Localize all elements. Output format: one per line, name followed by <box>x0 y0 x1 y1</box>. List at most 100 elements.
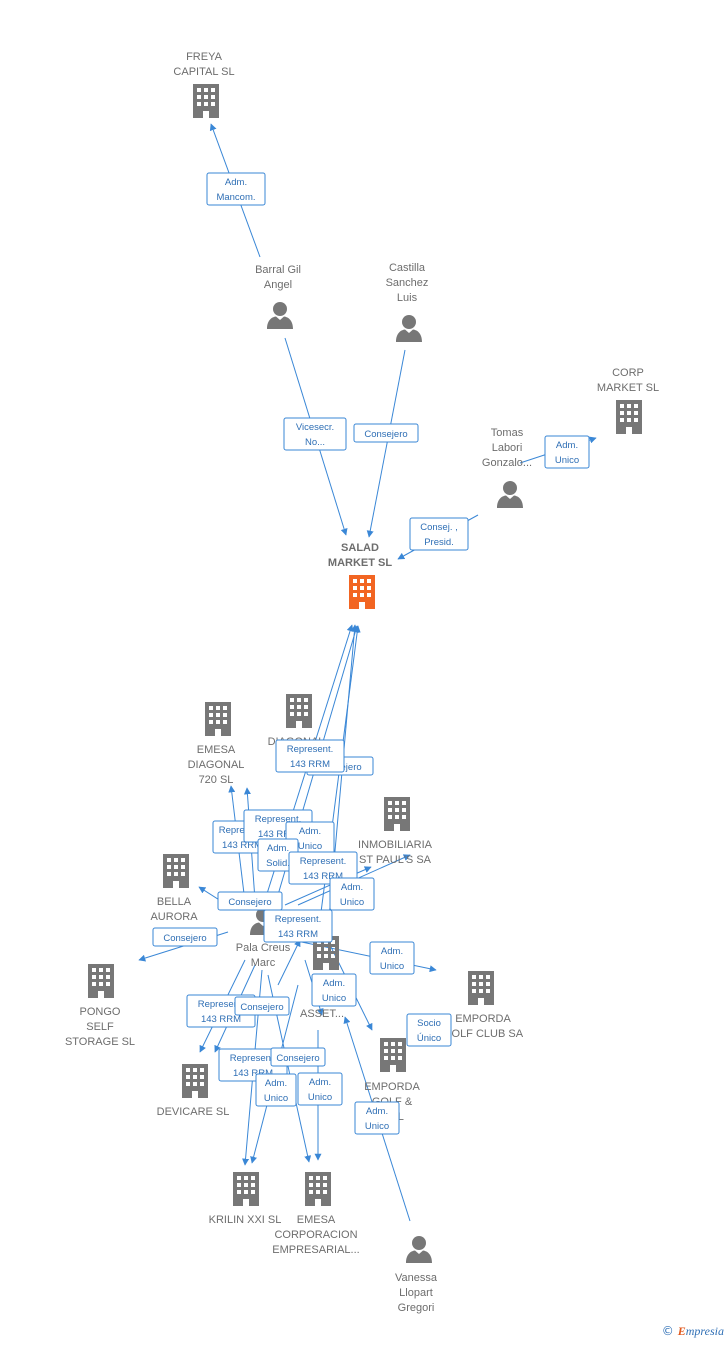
company-node-krilin[interactable]: KRILIN XXI SL <box>209 1172 282 1226</box>
company-node-corporacion[interactable]: EMESA CORPORACION EMPRESARIAL... <box>272 1172 360 1256</box>
building-icon <box>182 1064 208 1098</box>
relation-label-r_adm5[interactable]: Adm.Unico <box>255 1073 297 1107</box>
node-label-line: DEVICARE SL <box>157 1106 230 1118</box>
relation-box <box>234 996 290 1016</box>
node-label-line: EMPORDA <box>455 1013 511 1025</box>
node-label-line: AURORA <box>150 911 198 923</box>
relation-text: Adm. <box>341 882 363 893</box>
relation-label-r_rep5[interactable]: Represent. 143 RRM <box>263 909 333 943</box>
node-label-line: ASSET... <box>300 1008 344 1020</box>
relation-text: Unico <box>365 1121 389 1132</box>
relation-box <box>369 941 415 975</box>
relation-text: 143 RRM <box>278 929 318 940</box>
relation-text: Unico <box>308 1092 332 1103</box>
node-label-line: Marc <box>251 957 276 969</box>
relation-text: 143 RRM <box>290 759 330 770</box>
relation-text: Consejero <box>228 897 271 908</box>
relation-text: Adm. <box>299 826 321 837</box>
relation-text: Unico <box>322 993 346 1004</box>
relation-text: Adm. <box>556 440 578 451</box>
node-label-line: Gonzalo... <box>482 457 532 469</box>
relation-label-r_adm6[interactable]: Adm. Unico <box>297 1072 343 1106</box>
relation-text: Mancom. <box>216 192 255 203</box>
relation-box <box>206 172 266 206</box>
node-label-line: BELLA <box>157 896 192 908</box>
relation-text: Consej. , <box>420 522 458 533</box>
relation-box <box>288 851 358 885</box>
relation-box <box>329 877 375 911</box>
brand-initial: E <box>677 1324 686 1338</box>
node-label-line: Luis <box>397 292 418 304</box>
node-label-line: CORP <box>612 367 644 379</box>
brand-name: mpresia <box>685 1324 724 1338</box>
node-label-line: EMESA <box>297 1214 336 1226</box>
company-node-bella[interactable]: BELLAAURORA1400 SL <box>150 854 198 938</box>
node-label-line: Labori <box>492 442 523 454</box>
relation-box <box>297 1072 343 1106</box>
relation-label-r_c2[interactable]: Consejero <box>217 891 283 911</box>
relation-text: Represent. <box>275 914 321 925</box>
relation-label-r_adm2[interactable]: Adm.Unico <box>329 877 375 911</box>
relation-label-r_tomas[interactable]: Consej. , Presid. <box>409 517 469 551</box>
relation-text: Represent. <box>287 744 333 755</box>
relation-label-r_corp[interactable]: Adm.Unico <box>544 435 590 469</box>
building-icon <box>349 575 375 609</box>
relation-label-r_adm4[interactable]: Adm. Unico <box>311 973 357 1007</box>
relation-label-r_rep1[interactable]: Represent. 143 RRM <box>275 739 345 773</box>
relation-label-r_freya[interactable]: Adm. Mancom. <box>206 172 266 206</box>
relation-text: Adm. <box>309 1077 331 1088</box>
relation-text: Presid. <box>424 537 454 548</box>
relation-text: Consejero <box>163 933 206 944</box>
relation-text: 143 RRM <box>233 1068 273 1079</box>
node-label-line: STORAGE SL <box>65 1036 135 1048</box>
relation-label-r_adm3[interactable]: Adm.Unico <box>369 941 415 975</box>
person-node-tomas[interactable]: TomasLaboriGonzalo... <box>482 427 532 508</box>
relation-box <box>152 927 218 947</box>
node-label-line: CORPORACION <box>274 1229 357 1241</box>
relation-text: Socio <box>417 1018 441 1029</box>
company-node-devicare[interactable]: DEVICARE SL <box>157 1064 230 1118</box>
node-label-line: INMOBILIARIA <box>358 839 433 851</box>
relation-label-r_castilla[interactable]: Consejero <box>353 423 419 443</box>
relation-label-r_rep4[interactable]: Represent.143 RRM <box>288 851 358 885</box>
company-node-corp[interactable]: CORP MARKET SL <box>597 367 659 434</box>
node-label-line: KRILIN XXI SL <box>209 1214 282 1226</box>
relation-label-r_c4[interactable]: Consejero <box>234 996 290 1016</box>
relation-text: 143 RRM <box>303 871 343 882</box>
person-icon <box>267 302 293 329</box>
node-label-line: PONGO <box>80 1006 121 1018</box>
relation-label-r_c3[interactable]: Consejero <box>152 927 218 947</box>
relation-text: Adm. <box>265 1078 287 1089</box>
relation-text: 143 RRM <box>222 840 262 851</box>
relation-label-r_c5[interactable]: Consejero <box>270 1047 326 1067</box>
relation-label-r_vicesecr[interactable]: Vicesecr.No... <box>283 417 347 451</box>
relation-box <box>353 423 419 443</box>
node-label-line: Castilla <box>389 262 426 274</box>
relation-label-r_rep7[interactable]: Represent.143 RRM <box>218 1048 288 1082</box>
relation-text: Adm. <box>323 978 345 989</box>
relations-layer: Adm.Mancom.Vicesecr.No...ConsejeroAdm.Un… <box>152 172 590 1135</box>
copyright-icon: © <box>661 1324 674 1338</box>
node-label-line: MARKET SL <box>597 382 659 394</box>
node-label-line: EMPRESARIAL... <box>272 1244 359 1256</box>
relation-text: Adm. <box>225 177 247 188</box>
empresia-logo[interactable]: ©Empresia <box>662 1324 724 1339</box>
relation-box <box>255 1073 297 1107</box>
relation-label-r_adm7[interactable]: Adm.Unico <box>354 1101 400 1135</box>
relation-box <box>275 739 345 773</box>
building-icon <box>205 702 231 736</box>
node-label-line: Vanessa <box>395 1272 438 1284</box>
person-icon <box>497 481 523 508</box>
